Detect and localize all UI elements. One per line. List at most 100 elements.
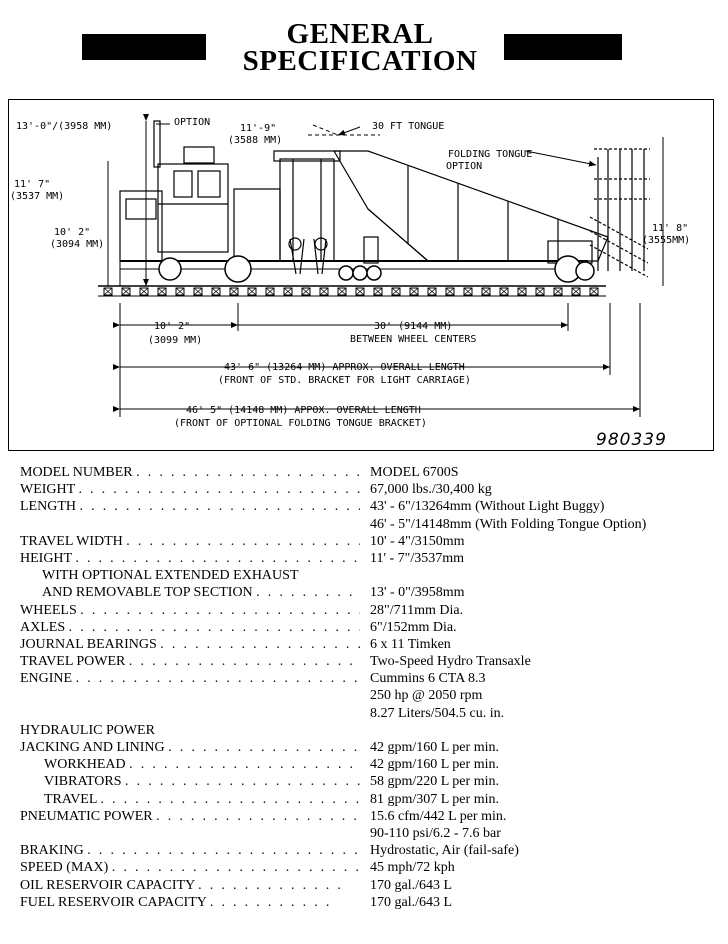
track-tie [553, 287, 563, 296]
spec-row: HEIGHT . . . . . . . . . . . . . . . . .… [20, 550, 710, 567]
spec-row: VIBRATORS . . . . . . . . . . . . . . . … [20, 773, 710, 790]
track-tie-cross [517, 287, 527, 296]
track-tie [301, 287, 311, 296]
dim-label-10-2-height-mm: (3094 MM) [50, 239, 104, 250]
spec-row: WORKHEAD . . . . . . . . . . . . . . . .… [20, 756, 710, 773]
leader-dots: . . . . . . . . . . . . . . . . . . . . … [78, 482, 360, 498]
track-tie [427, 287, 437, 296]
track-tie [517, 287, 527, 296]
wheels [158, 255, 595, 283]
spec-row: JACKING AND LINING . . . . . . . . . . .… [20, 739, 710, 756]
leader-dots: . . . . . . . . . . . . . . . . . . . . … [160, 636, 360, 652]
spec-row: BRAKING . . . . . . . . . . . . . . . . … [20, 842, 710, 859]
dim-label-46ft: 46' 5" (14148 MM) APPOX. OVERALL LENGTH [186, 405, 421, 416]
leader-dots: . . . . . . . . . [256, 585, 355, 601]
spec-value: 10' - 4"/3150mm [370, 533, 465, 549]
spec-row: FUEL RESERVOIR CAPACITY . . . . . . . . … [20, 894, 710, 911]
spec-value: 170 gal./643 L [370, 894, 453, 910]
track-tie-cross [445, 287, 455, 296]
track-tie [337, 287, 347, 296]
spec-value: 42 gpm/160 L per min. [370, 740, 499, 755]
dim-label-13ft: 13'-0"/(3958 MM) [16, 121, 112, 132]
track-tie [319, 287, 329, 296]
leader-dots: . . . . . . . . . . . . . . . . . . . . … [68, 619, 360, 635]
spec-value: Cummins 6 CTA 8.3 [370, 671, 486, 687]
dim-label-11-7: 11' 7" [14, 179, 50, 190]
spec-value: MODEL 6700S [370, 465, 459, 480]
leader-dots: . . . . . . . . . . . [209, 894, 332, 910]
spec-label: AND REMOVABLE TOP SECTION [42, 585, 253, 601]
length-dimensions [113, 303, 641, 417]
spec-label: SPEED (MAX) [20, 860, 109, 876]
spec-label: JOURNAL BEARINGS [20, 636, 157, 652]
track-tie [175, 287, 185, 296]
track-tie-cross [157, 287, 167, 296]
dim-label-30ft-tongue: 30 FT TONGUE [372, 121, 444, 132]
track-tie [409, 287, 419, 296]
track-tie-cross [103, 287, 113, 296]
page-title-line2: SPECIFICATION [242, 45, 478, 77]
track-tie [589, 287, 599, 296]
spec-label: WORKHEAD [44, 757, 126, 773]
spec-label: HEIGHT [20, 550, 72, 566]
spec-row: 90-110 psi/6.2 - 7.6 bar [20, 825, 710, 842]
track-tie [373, 287, 383, 296]
spec-row: TRAVEL POWER . . . . . . . . . . . . . .… [20, 653, 710, 670]
track-tie [535, 287, 545, 296]
track-tie-cross [463, 287, 473, 296]
leader-dots: . . . . . . . . . . . . . [198, 877, 344, 893]
spec-label: WHEELS [20, 602, 77, 618]
spec-row: 46' - 5"/14148mm (With Folding Tongue Op… [20, 516, 710, 533]
spec-label: JACKING AND LINING [20, 740, 165, 755]
spec-label: BRAKING [20, 843, 84, 859]
track-tie [193, 287, 203, 296]
track-tie-cross [355, 287, 365, 296]
spec-row: LENGTH . . . . . . . . . . . . . . . . .… [20, 498, 710, 515]
track-tie [481, 287, 491, 296]
dim-label-43ft-sub: (FRONT OF STD. BRACKET FOR LIGHT CARRIAG… [218, 375, 471, 386]
label-folding-option: OPTION [446, 161, 482, 172]
spec-value: 67,000 lbs./30,400 kg [370, 482, 492, 498]
spec-row: PNEUMATIC POWER . . . . . . . . . . . . … [20, 808, 710, 825]
spec-label: ENGINE [20, 671, 73, 687]
track-tie [229, 287, 239, 296]
spec-label: VIBRATORS [44, 774, 122, 790]
track-tie-cross [265, 287, 275, 296]
spec-table: MODEL NUMBER . . . . . . . . . . . . . .… [20, 464, 710, 911]
track-tie-cross [337, 287, 347, 296]
spec-label: PNEUMATIC POWER [20, 808, 153, 824]
track-tie-cross [571, 287, 581, 296]
spec-row: 250 hp @ 2050 rpm [20, 687, 710, 704]
redaction-bar-left [82, 34, 206, 60]
machine-body [119, 120, 650, 278]
leader-dots: . . . . . . . . . . . . . . . . . . . . … [156, 808, 360, 824]
track-tie-cross [301, 287, 311, 296]
track-tie-cross [409, 287, 419, 296]
spec-row: WITH OPTIONAL EXTENDED EXHAUST [20, 567, 710, 584]
spec-value: 6"/152mm Dia. [370, 619, 457, 635]
track-tie-cross [193, 287, 203, 296]
spec-value: 81 gpm/307 L per min. [370, 791, 499, 807]
spec-label: WEIGHT [20, 482, 75, 498]
spec-value: Hydrostatic, Air (fail-safe) [370, 843, 519, 859]
spec-label: TRAVEL WIDTH [20, 533, 123, 549]
track-tie-cross [373, 287, 383, 296]
spec-row: AXLES . . . . . . . . . . . . . . . . . … [20, 619, 710, 636]
leader-dots: . . . . . . . . . . . . . . . . . . . . … [128, 654, 360, 670]
track-tie-cross [427, 287, 437, 296]
track-tie-cross [211, 287, 221, 296]
track-tie [265, 287, 275, 296]
dim-label-11-8: 11' 8" [652, 223, 688, 234]
track-tie [571, 287, 581, 296]
track-rail [98, 285, 606, 297]
spec-label: TRAVEL POWER [20, 654, 126, 670]
spec-value: 11' - 7"/3537mm [370, 550, 465, 566]
track-tie-cross [391, 287, 401, 296]
spec-value: 58 gpm/220 L per min. [370, 774, 499, 790]
track-tie [445, 287, 455, 296]
leader-dots: . . . . . . . . . . . . . . . . . . . . [168, 740, 360, 755]
track-tie-cross [175, 287, 185, 296]
track-tie [121, 287, 131, 296]
spec-value: 15.6 cfm/442 L per min. [370, 808, 507, 824]
spec-label: LENGTH [20, 499, 76, 515]
